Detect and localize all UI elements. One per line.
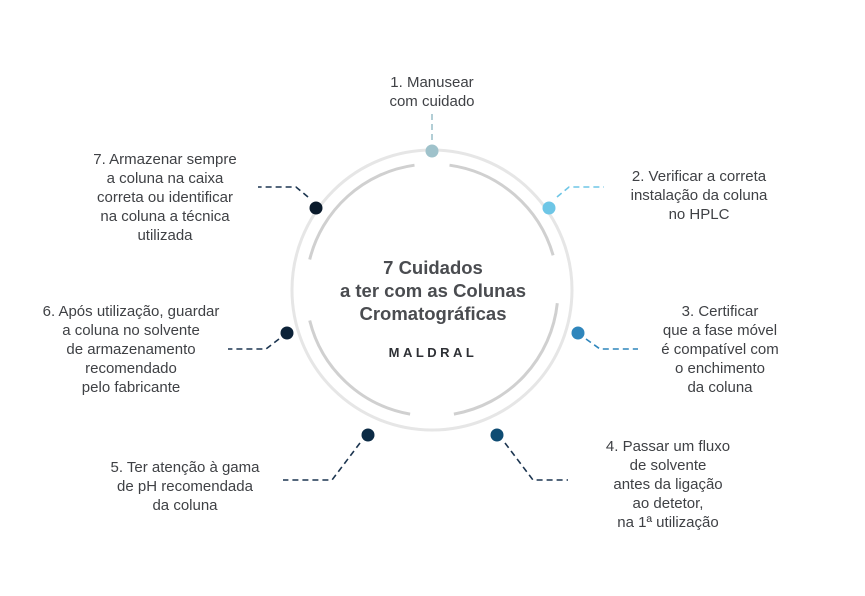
step-3-node [571, 326, 585, 340]
step-6-connector [228, 338, 280, 350]
step-2-label: 2. Verificar a correta instalação da col… [630, 168, 768, 223]
step-2-connector [556, 186, 604, 198]
inner-ring [308, 163, 559, 416]
step-6-node [280, 326, 294, 340]
step-6-label: 6. Após utilização, guardar a coluna no … [42, 303, 220, 396]
inner-ring-arc [453, 303, 559, 416]
step-7-node [309, 201, 323, 215]
step-4-label: 4. Passar um fluxo de solvente antes da … [605, 438, 731, 531]
step-1-node [425, 144, 439, 158]
center-title: 7 Cuidados a ter com as Colunas Cromatog… [339, 257, 527, 324]
step-5-node [361, 428, 375, 442]
step-5-label: 5. Ter atenção à gama de pH recomendada … [110, 459, 260, 514]
step-4-connector [504, 442, 568, 481]
step-3-connector [585, 338, 638, 350]
step-4-node [490, 428, 504, 442]
inner-ring-arc [449, 163, 555, 256]
brand-logo: MALDRAL [388, 345, 478, 360]
step-7-label: 7. Armazenar sempre a coluna na caixa co… [93, 151, 237, 244]
inner-ring-arc [308, 163, 415, 260]
step-2-node [542, 201, 556, 215]
step-3-label: 3. Certificar que a fase móvel é compatí… [661, 303, 779, 396]
step-5-connector [283, 442, 361, 481]
step-1-label: 1. Manusear com cuidado [389, 74, 475, 110]
step-nodes [280, 144, 585, 442]
connectors [228, 112, 638, 481]
inner-ring-arc [308, 320, 411, 416]
step-7-connector [258, 186, 309, 198]
